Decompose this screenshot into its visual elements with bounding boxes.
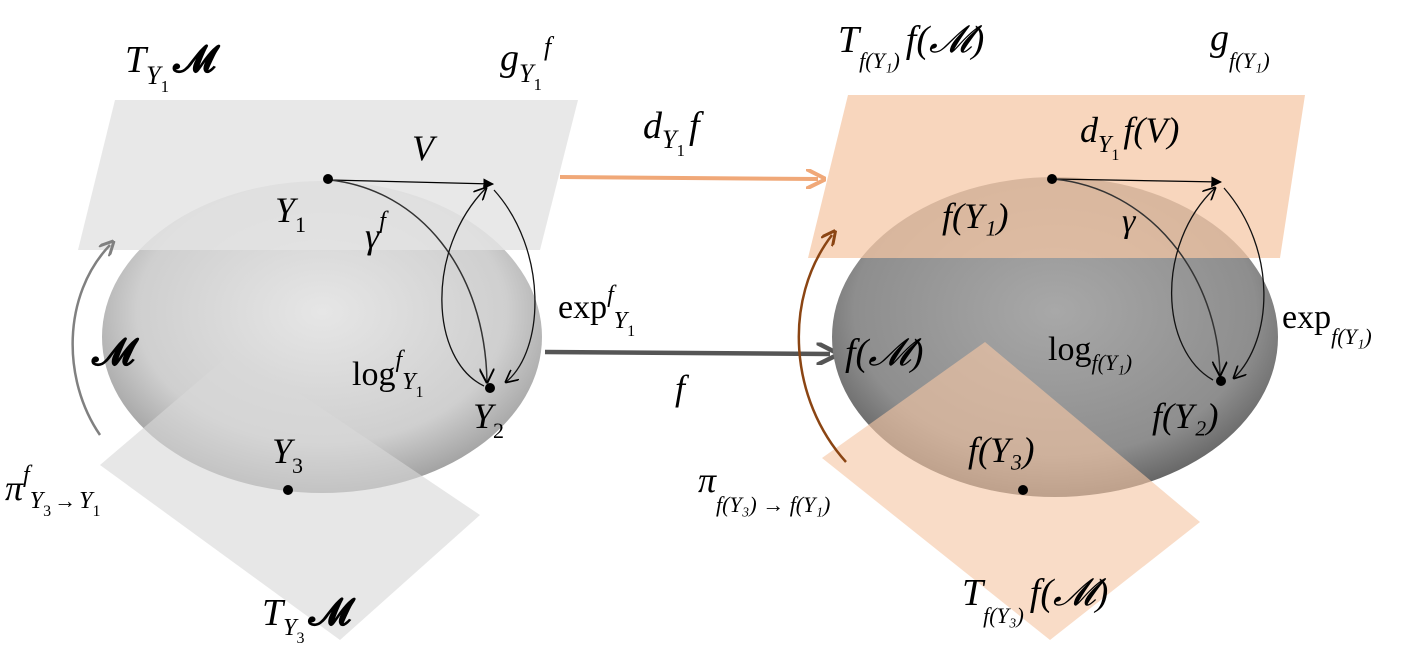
map-f-arrow: [544, 352, 830, 354]
exp-curve-right: [1223, 187, 1265, 378]
log-curve-left: [441, 188, 486, 387]
transport-arrow-left: [71, 245, 110, 436]
label-y1-left: Y1: [275, 190, 306, 237]
label-fy1-right: f(Y₁): [942, 196, 1009, 236]
point-fy2-right: [1216, 376, 1226, 386]
label-pushed-vector: dY1f(V): [1080, 110, 1179, 164]
point-y2-left: [485, 383, 495, 393]
label-metric-left: gY1f: [500, 32, 555, 94]
point-y1-left: [323, 174, 333, 184]
label-log-map-right: logf(Y₁): [1048, 331, 1132, 375]
tangent-plane-bottom-left: [100, 350, 480, 640]
label-manifold-right: f(𝓜): [845, 332, 923, 374]
label-tangent-plane-top-left: TY1𝓜: [125, 39, 221, 96]
point-fy1-right: [1047, 174, 1057, 184]
label-exp-map-left: expfY1: [558, 282, 635, 340]
label-geodesic-left: γf: [365, 208, 389, 256]
label-vector-v: V: [412, 128, 438, 168]
label-tangent-plane-bottom-right: Tf(Y₃)f(𝓜): [962, 572, 1108, 628]
label-fy3-right: f(Y₃): [968, 430, 1035, 470]
label-geodesic-right: γ: [1122, 203, 1137, 240]
label-y3-left: Y3: [272, 431, 303, 478]
label-metric-right: gf(Y₁): [1210, 17, 1270, 73]
tangent-plane-bottom-right: [822, 342, 1200, 640]
label-map-f: f: [675, 368, 690, 408]
label-tangent-plane-top-right: Tf(Y₁)f(𝓜): [838, 19, 984, 73]
geodesic-curve-left: [329, 179, 487, 382]
exp-curve-left: [493, 189, 536, 382]
vector-v-arrow: [329, 178, 495, 190]
label-differential: dY1f: [643, 105, 704, 160]
label-fy2-right: f(Y₂): [1152, 396, 1219, 436]
label-exp-map-right: expf(Y₁): [1282, 299, 1372, 349]
transport-arrow-right: [797, 235, 847, 463]
label-y2-left: Y2: [473, 396, 504, 443]
label-log-map-left: logfY1: [352, 347, 423, 401]
point-fy3-right: [1018, 485, 1028, 495]
label-transport-left: πfY3→Y1: [5, 462, 100, 520]
label-manifold-left: 𝓜: [91, 332, 140, 374]
tangent-plane-top-right: [808, 95, 1305, 258]
differential-arrow: [559, 177, 818, 179]
log-curve-right: [1170, 188, 1215, 381]
label-transport-right: πf(Y₃) → f(Y₁): [698, 460, 830, 517]
pushed-vector-arrow: [1052, 176, 1223, 188]
point-y3-left: [283, 485, 293, 495]
geodesic-curve-right: [1052, 178, 1220, 375]
label-tangent-plane-bottom-left: TY3𝓜: [262, 592, 357, 647]
